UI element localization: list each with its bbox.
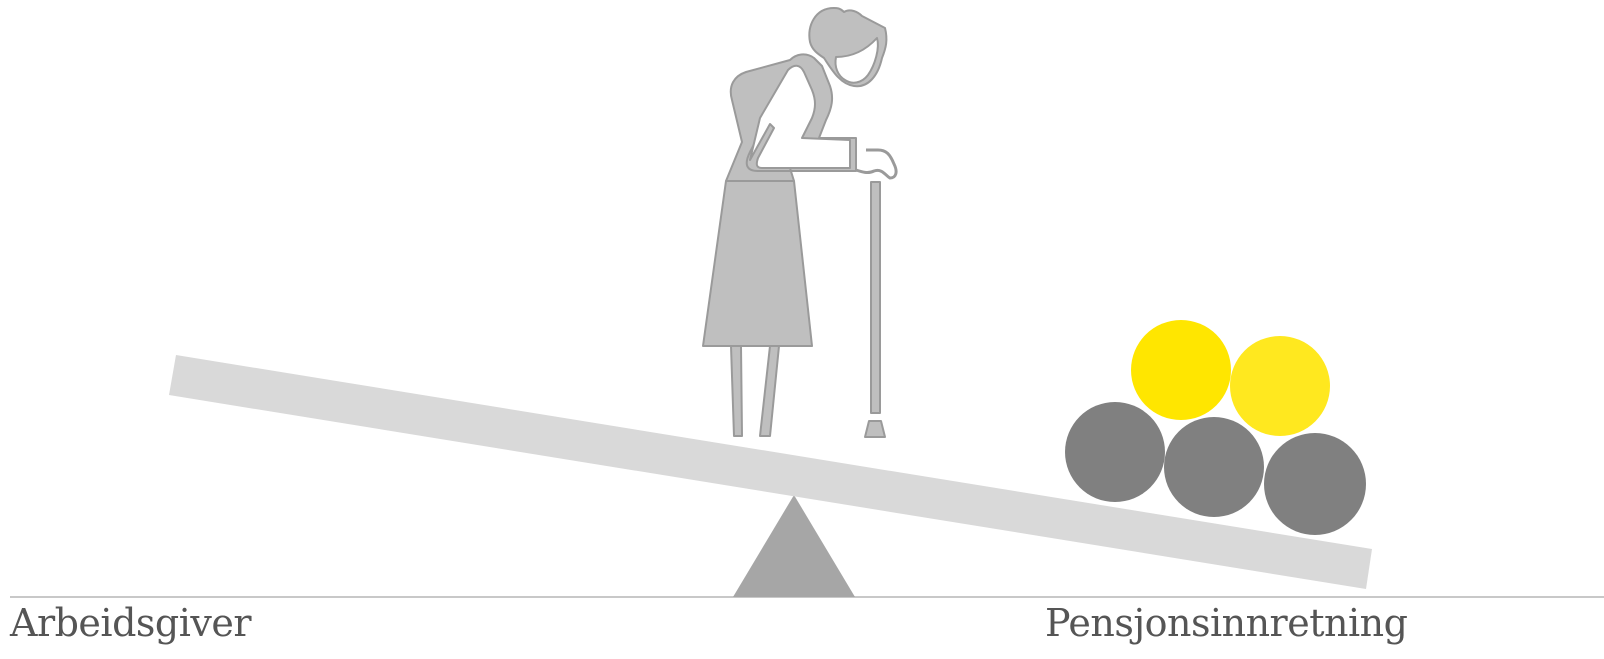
cane-tip: [865, 421, 885, 437]
elderly-person-with-cane-icon: [703, 8, 896, 437]
cane-handle: [856, 150, 896, 178]
coin-stack-icon: [1065, 320, 1366, 535]
coin-dark: [1264, 433, 1366, 535]
fulcrum-triangle: [733, 495, 855, 597]
coin-dark: [1065, 402, 1165, 502]
coin-yellow: [1131, 320, 1231, 420]
skirt-shape: [703, 181, 812, 346]
pension-institution-label: Pensjonsinnretning: [1045, 604, 1407, 642]
left-leg: [731, 346, 742, 436]
coin-dark: [1164, 417, 1264, 517]
cane-shaft: [871, 182, 880, 413]
right-leg: [760, 346, 779, 436]
employer-label: Arbeidsgiver: [10, 604, 251, 642]
coin-yellow: [1230, 336, 1330, 436]
